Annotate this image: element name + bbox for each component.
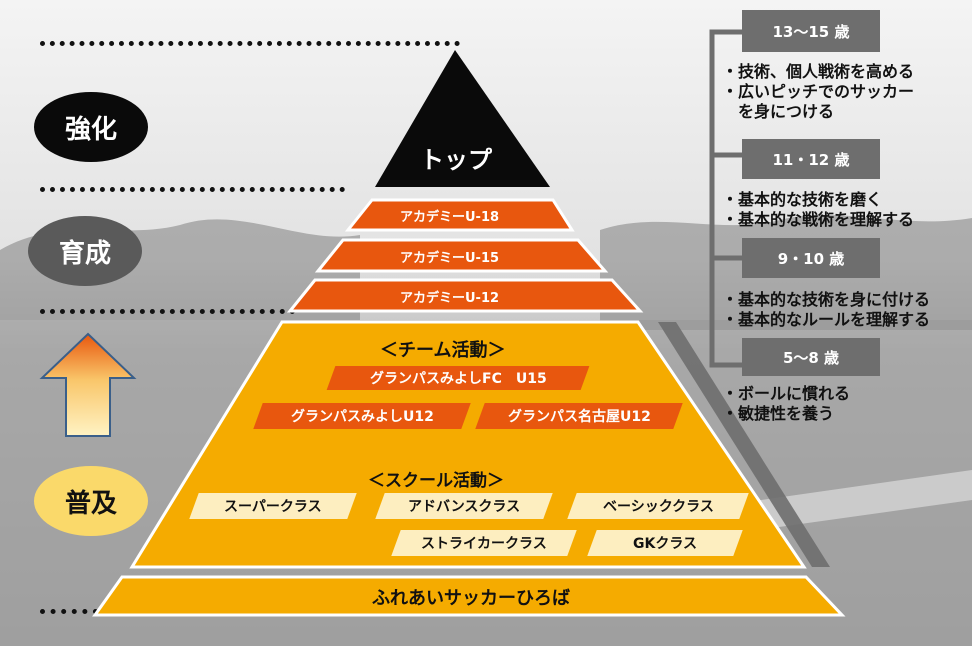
age-13-15-points: ・技術、個人戦術を高める ・広いピッチでのサッカー を身につける <box>722 62 914 122</box>
separator-upper <box>40 187 345 192</box>
level-strengthen: 強化 <box>34 92 148 162</box>
team-activities-title: ＜チーム活動＞ <box>380 340 506 361</box>
age-9-10-point: ・基本的なルールを理解する <box>722 310 931 329</box>
age-5-8-point: ・ボールに慣れる <box>722 384 851 403</box>
academy-u15-label: アカデミーU-15 <box>400 251 500 266</box>
school-activities-title: ＜スクール活動＞ <box>368 471 504 491</box>
academy-u12-label: アカデミーU-12 <box>400 291 500 306</box>
age-13-15-point: ・広いピッチでのサッカー <box>722 82 915 101</box>
base-label: ふれあいサッカーひろば <box>372 588 570 609</box>
level-spread: 普及 <box>34 466 148 536</box>
top-label: トップ <box>420 146 492 174</box>
age-5-8-label: 5～8 歳 <box>742 338 880 376</box>
age-11-12-points: ・基本的な技術を磨く ・基本的な戦術を理解する <box>722 190 914 230</box>
age-11-12-point: ・基本的な戦術を理解する <box>722 210 915 229</box>
separator-middle <box>40 309 295 314</box>
academy-u15-band <box>314 238 609 273</box>
age-9-10-point: ・基本的な技術を身に付ける <box>722 290 931 309</box>
age-13-15-point: ・技術、個人戦術を高める <box>722 62 915 81</box>
base-band <box>92 575 846 617</box>
age-9-10-points: ・基本的な技術を身に付ける ・基本的なルールを理解する <box>722 290 930 330</box>
level-develop: 育成 <box>28 216 142 286</box>
separator-top <box>40 41 460 46</box>
age-13-15-point: を身につける <box>722 102 835 121</box>
academy-u18-label: アカデミーU-18 <box>400 210 500 225</box>
academy-u12-band <box>286 278 644 313</box>
age-9-10-label: 9・10 歳 <box>742 238 880 278</box>
pyramid-shadow <box>658 322 830 567</box>
separator-bottom <box>40 609 98 614</box>
age-5-8-point: ・敏捷性を養う <box>722 404 835 423</box>
up-arrow-icon <box>39 332 137 437</box>
pyramid-top <box>375 50 550 187</box>
academy-u18-band <box>344 198 575 232</box>
age-13-15-label: 13～15 歳 <box>742 10 880 52</box>
age-11-12-point: ・基本的な技術を磨く <box>722 190 883 209</box>
age-11-12-label: 11・12 歳 <box>742 139 880 179</box>
age-5-8-points: ・ボールに慣れる ・敏捷性を養う <box>722 384 850 424</box>
